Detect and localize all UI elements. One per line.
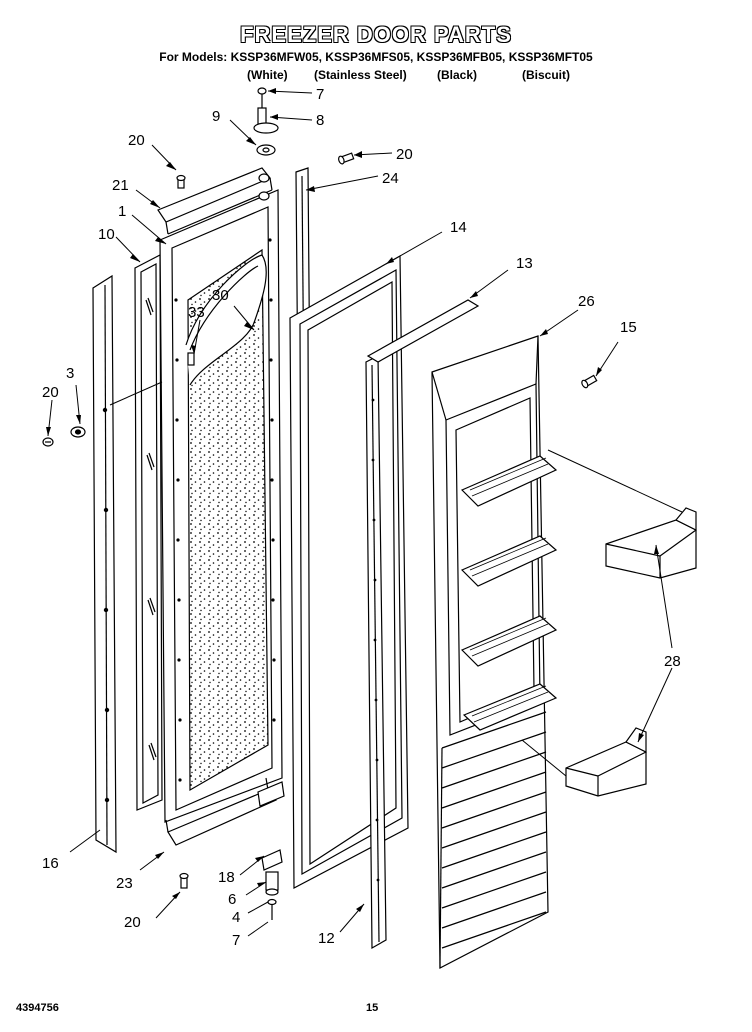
callout-8: 8 bbox=[316, 112, 324, 129]
document-number: 4394756 bbox=[16, 1002, 59, 1014]
callout-9: 9 bbox=[212, 108, 220, 125]
callout-30: 30 bbox=[212, 287, 229, 304]
part-16-trim-strip bbox=[92, 274, 117, 854]
screw-hardware bbox=[42, 152, 598, 889]
callout-13: 13 bbox=[516, 255, 533, 272]
callout-14: 14 bbox=[450, 219, 467, 236]
part-23-bottom-channel bbox=[165, 777, 277, 846]
model-list: For Models: KSSP36MFW05, KSSP36MFS05, KS… bbox=[159, 50, 593, 64]
page-number: 15 bbox=[366, 1002, 379, 1014]
callout-3: 3 bbox=[66, 365, 74, 382]
callout-24: 24 bbox=[382, 170, 399, 187]
variant-biscuit: (Biscuit) bbox=[522, 68, 570, 82]
callout-6: 6 bbox=[228, 891, 236, 908]
callout-15: 15 bbox=[620, 319, 637, 336]
top-hinge-hardware bbox=[253, 87, 279, 201]
callout-12: 12 bbox=[318, 930, 335, 947]
callout-26: 26 bbox=[578, 293, 595, 310]
liner-ribs bbox=[441, 711, 547, 949]
callout-33: 33 bbox=[188, 304, 205, 321]
part-28-door-bins bbox=[565, 507, 697, 797]
bottom-hinge-hardware bbox=[257, 781, 285, 920]
leader-arrowheads bbox=[46, 88, 659, 912]
callout-16: 16 bbox=[42, 855, 59, 872]
callout-28: 28 bbox=[664, 653, 681, 670]
part-13-top-trim bbox=[366, 299, 480, 363]
page-title: FREEZER DOOR PARTS bbox=[240, 22, 512, 47]
callout-20-top-right: 20 bbox=[396, 146, 413, 163]
variant-stainless: (Stainless Steel) bbox=[314, 68, 407, 82]
part-21-top-channel bbox=[157, 167, 273, 235]
callout-18: 18 bbox=[218, 869, 235, 886]
callout-4: 4 bbox=[232, 909, 240, 926]
callout-labels: 7 8 9 20 20 24 21 1 10 14 13 30 33 26 15… bbox=[42, 86, 681, 949]
callout-21: 21 bbox=[112, 177, 129, 194]
variant-white: (White) bbox=[247, 68, 288, 82]
part-26-door-liner bbox=[431, 335, 558, 969]
leader-lines bbox=[47, 90, 683, 937]
callout-7-top: 7 bbox=[316, 86, 324, 103]
callout-23: 23 bbox=[116, 875, 133, 892]
liner-shelves bbox=[460, 455, 558, 731]
callout-7-bottom: 7 bbox=[232, 932, 240, 949]
callout-10: 10 bbox=[98, 226, 115, 243]
callout-20-left: 20 bbox=[42, 384, 59, 401]
callout-20-top-left: 20 bbox=[128, 132, 145, 149]
callout-1: 1 bbox=[118, 203, 126, 220]
callout-20-bottom: 20 bbox=[124, 914, 141, 931]
variant-black: (Black) bbox=[437, 68, 478, 82]
part-1-door-frame bbox=[159, 189, 283, 823]
part-10-glass-panel bbox=[134, 254, 163, 811]
